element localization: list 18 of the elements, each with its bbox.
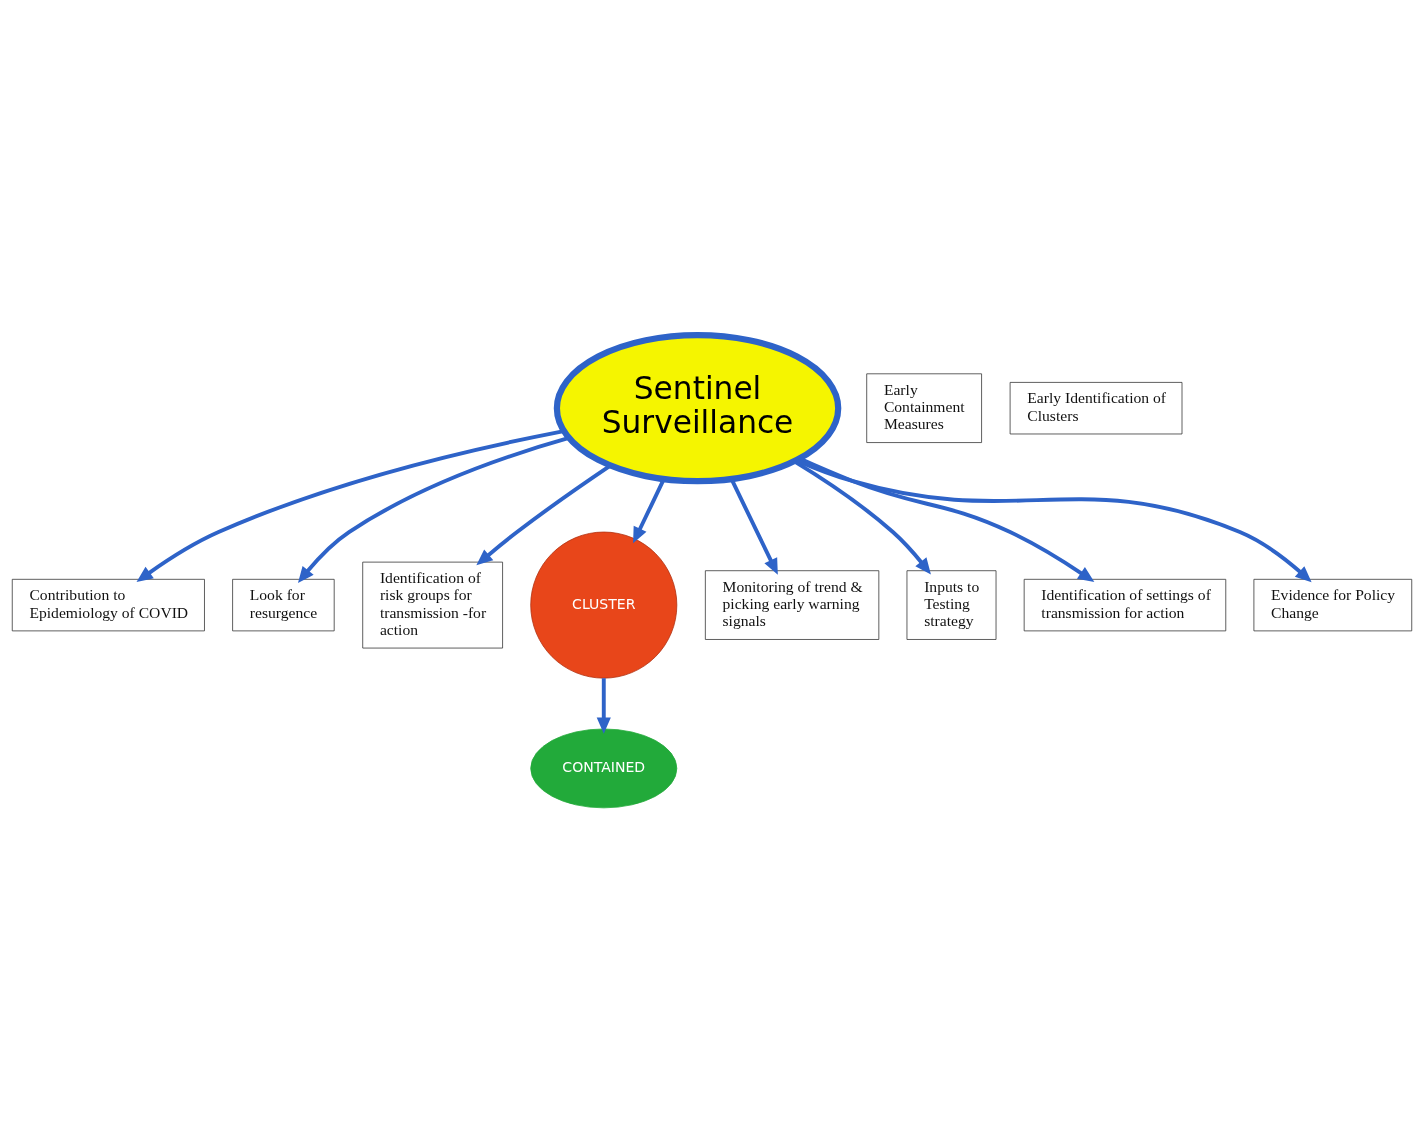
node-box: Monitoring of trend & picking early warning signals [704,569,880,640]
node-box: Identification of settings of transmission for action [1023,578,1227,631]
node-box: Contribution to Epidemiology of COVID [11,578,205,631]
arrow [798,456,1095,582]
node-box: Early Containment Measures [866,372,982,443]
node-box: Look for resurgence [232,578,335,631]
arrow [136,428,565,582]
node-circle: CLUSTER [530,531,678,679]
node-box: Evidence for Policy Change [1253,578,1413,631]
arrow [795,458,1312,582]
node-ellipse: Sentinel Surveillance [553,331,842,484]
arrow [596,677,611,734]
node-box: Inputs to Testing strategy [906,569,997,640]
arrow [476,463,612,565]
arrow [297,435,570,583]
node-box: Early Identification of Clusters [1009,381,1183,434]
node-box: Identification of risk groups for transmission -for action [362,561,503,648]
node-ellipse: CONTAINED [530,728,678,808]
